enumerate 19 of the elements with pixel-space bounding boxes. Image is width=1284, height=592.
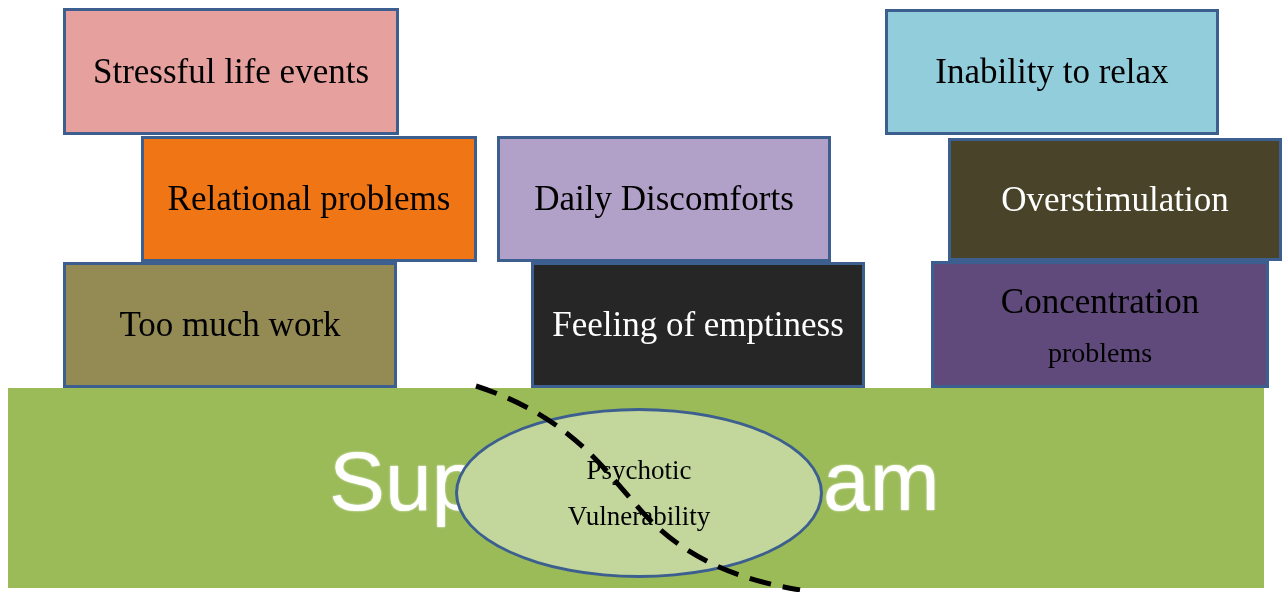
stress-box: [531, 262, 865, 388]
stress-box: [497, 136, 831, 262]
box-text: Inability to relax: [935, 51, 1169, 93]
stress-box: [885, 9, 1219, 135]
box-text: Feeling of emptiness: [552, 304, 844, 346]
bar-text: am: [823, 439, 940, 523]
stress-box: [948, 138, 1282, 261]
stress-box: [63, 8, 399, 135]
stress-box: [63, 262, 397, 388]
box-text: Daily Discomforts: [534, 178, 794, 220]
foundation-bar: [8, 388, 1264, 588]
box-text: Relational problems: [167, 178, 451, 220]
box-text: problems: [1047, 335, 1153, 370]
stress-box: [931, 261, 1269, 388]
box-text: Stressful life events: [92, 50, 370, 93]
stress-box: [141, 136, 477, 262]
box-text: Concentration: [1000, 280, 1200, 323]
box-text: Too much work: [119, 304, 341, 346]
box-text: Overstimulation: [1001, 178, 1229, 221]
